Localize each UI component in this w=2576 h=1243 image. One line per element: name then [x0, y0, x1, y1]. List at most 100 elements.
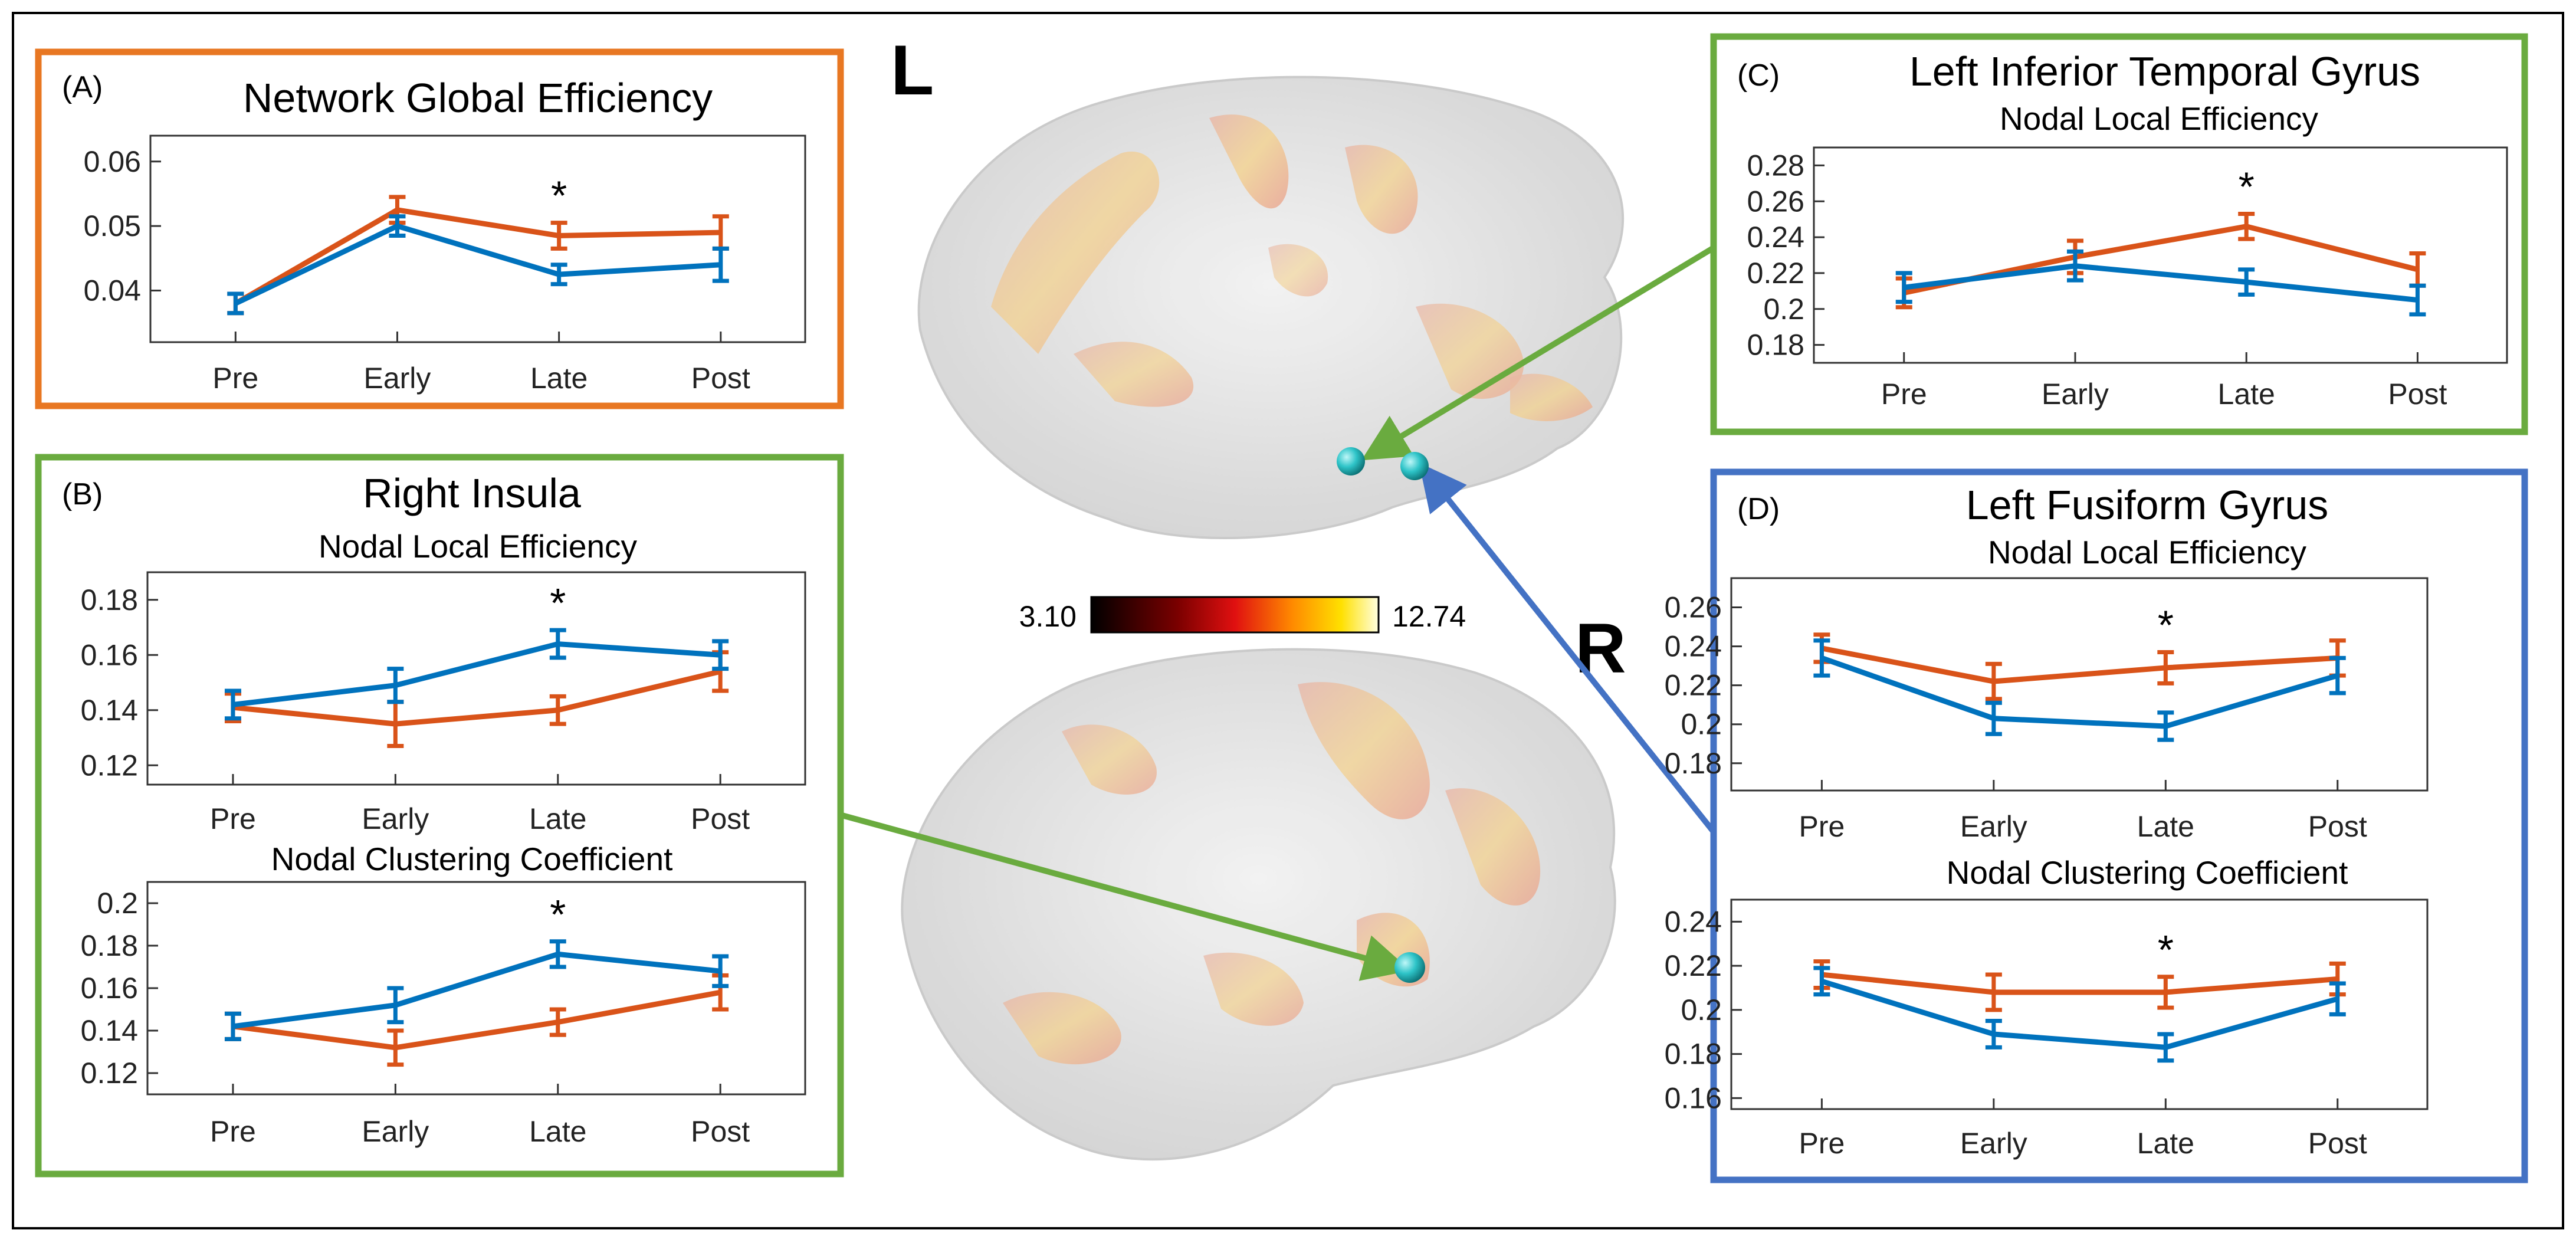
series-line-2: [234, 223, 721, 306]
error-bar: [227, 291, 244, 316]
hemisphere-right-label: R: [1575, 609, 1626, 688]
data-point: [2417, 299, 2419, 301]
colorbar-min-label: 3.10: [1019, 600, 1077, 633]
series-line-2: [1820, 655, 2339, 729]
error-bar: [712, 246, 729, 283]
data-point: [557, 643, 559, 645]
series-line-1: [232, 989, 721, 1051]
y-tick-label: 0.22: [1665, 949, 1722, 982]
error-bar: [1895, 271, 1912, 304]
x-tick-label: Early: [1960, 1127, 2027, 1160]
data-point: [720, 992, 721, 993]
data-point: [395, 1004, 396, 1006]
data-point: [720, 671, 721, 673]
x-tick-label: Pre: [210, 1115, 256, 1148]
significance-marker: *: [550, 580, 566, 626]
data-point: [720, 654, 721, 656]
significance-marker: *: [2158, 602, 2174, 648]
series-line-2: [232, 951, 721, 1029]
y-tick-label: 0.14: [81, 1014, 138, 1047]
x-tick-label: Post: [691, 802, 750, 835]
error-bar: [549, 939, 566, 969]
x-tick-label: Late: [529, 802, 586, 835]
y-tick-label: 0.24: [1665, 905, 1722, 938]
chart-subtitle: Nodal Local Efficiency: [2000, 100, 2319, 137]
data-point: [1993, 717, 1994, 719]
series-line-2: [232, 641, 721, 707]
data-point: [396, 209, 398, 211]
colorbar-max-label: 12.74: [1392, 600, 1466, 633]
x-tick-label: Post: [691, 362, 750, 395]
hemisphere-left-label: L: [891, 31, 934, 110]
arrow-left-inferior-temporal: [1361, 245, 1715, 461]
data-point: [235, 303, 237, 304]
x-tick-label: Late: [2137, 1127, 2194, 1160]
data-point: [2165, 991, 2167, 993]
data-point: [1993, 1033, 1994, 1035]
error-bar: [387, 986, 404, 1025]
y-tick-label: 0.16: [81, 972, 138, 1005]
chart-axes: Nodal Local Efficiency0.180.20.220.240.2…: [1747, 100, 2508, 411]
series-line-2: [1821, 978, 2339, 1050]
x-tick-label: Post: [2308, 810, 2367, 843]
y-tick-label: 0.26: [1747, 185, 1804, 218]
plot-area: [146, 881, 806, 1096]
series-line-1: [1821, 972, 2338, 995]
y-tick-label: 0.2: [1763, 293, 1804, 326]
x-tick-label: Post: [2308, 1127, 2367, 1160]
y-tick-label: 0.18: [81, 929, 138, 962]
data-point: [2246, 225, 2247, 227]
panel-title: Right Insula: [363, 470, 581, 516]
chart-axes: Nodal Local Efficiency0.120.140.160.18Pr…: [81, 528, 806, 835]
panel-letter: (C): [1737, 58, 1780, 93]
error-bar: [387, 667, 404, 704]
error-bar: [550, 263, 567, 287]
panel-a: (A)Network Global Efficiency0.040.050.06…: [35, 48, 844, 409]
y-tick-label: 0.18: [1665, 1038, 1722, 1071]
x-tick-label: Early: [364, 362, 431, 395]
data-point: [557, 709, 559, 711]
x-tick-label: Late: [2218, 378, 2275, 411]
y-tick-label: 0.26: [1665, 591, 1722, 624]
data-point: [2337, 675, 2338, 677]
error-bar: [224, 688, 241, 721]
data-point: [2165, 726, 2167, 727]
x-tick-label: Post: [2388, 378, 2447, 411]
error-bar: [712, 954, 729, 988]
error-bar: [2329, 981, 2346, 1016]
y-tick-label: 0.22: [1747, 257, 1804, 290]
error-bar: [2066, 249, 2083, 283]
node-left-fusiform: [1400, 452, 1429, 480]
brain-right-lateral: [901, 648, 1616, 1161]
panel-letter: (A): [62, 70, 103, 104]
error-bar: [2157, 1032, 2174, 1063]
x-tick-label: Early: [2042, 378, 2109, 411]
data-point: [395, 684, 396, 686]
x-tick-label: Early: [362, 1115, 429, 1148]
error-bar: [224, 1011, 241, 1041]
chart-subtitle: Nodal Local Efficiency: [319, 528, 638, 565]
error-bar: [2157, 975, 2174, 1010]
y-tick-label: 0.28: [1747, 149, 1804, 182]
error-bar: [550, 221, 567, 251]
error-bar: [549, 1007, 566, 1037]
error-bar: [389, 214, 406, 238]
node-left-inferior-temporal: [1337, 447, 1365, 475]
error-bar: [387, 1028, 404, 1067]
error-bar: [1985, 972, 2002, 1012]
data-point: [720, 970, 721, 972]
y-tick-label: 0.24: [1665, 630, 1722, 663]
data-point: [558, 235, 560, 237]
chart-axes: Nodal Clustering Coefficient0.160.180.20…: [1665, 854, 2429, 1160]
y-tick-label: 0.16: [1665, 1081, 1722, 1114]
error-bar: [712, 639, 729, 671]
figure-border: [12, 12, 2564, 1229]
chart-axes: Nodal Local Efficiency0.180.20.220.240.2…: [1665, 534, 2429, 843]
error-bar: [1813, 966, 1830, 997]
plot-area: [149, 135, 806, 343]
colorbar: 3.10 12.74: [1019, 596, 1466, 634]
